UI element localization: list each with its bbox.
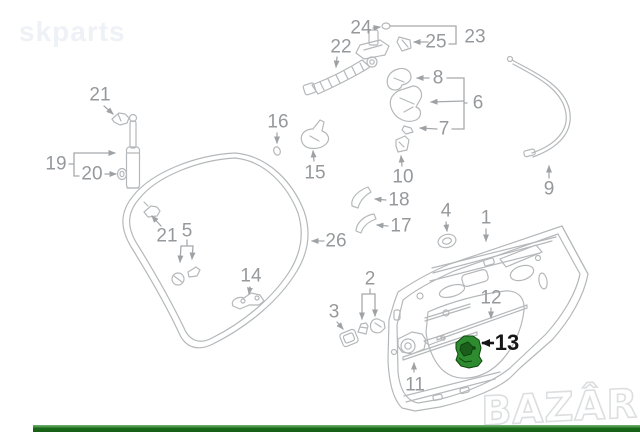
part-7-clip (401, 125, 414, 135)
part-12-molding-strips (402, 304, 528, 361)
footer-accent-bar (33, 425, 640, 432)
part-2-fasteners (357, 318, 386, 335)
part-gas-strut (111, 112, 141, 189)
part-21-clip (143, 201, 161, 218)
part-3-pad (339, 328, 359, 348)
part-latch-actuator (355, 22, 412, 60)
part-4-grommet (437, 233, 457, 249)
part-17-trim (355, 213, 377, 234)
part-10-bracket (395, 135, 410, 153)
part-release-cable (506, 55, 571, 158)
part-hinge-lower (389, 85, 423, 122)
leader-lines (68, 24, 552, 373)
part-tailgate-panel (387, 225, 589, 412)
watermark-skparts: skparts (19, 16, 126, 47)
part-hinge-upper (386, 67, 412, 91)
part-18-trim (351, 186, 372, 209)
part-13-latch-highlighted (455, 335, 483, 369)
part-15-hinge (300, 119, 330, 150)
part-11-lock-cylinder (397, 331, 446, 355)
part-14-hinge-strap (231, 292, 265, 310)
part-16-ring (273, 146, 281, 156)
part-weatherstrip-seal (122, 152, 309, 349)
part-harness-tube (302, 56, 378, 96)
part-5-fasteners (171, 266, 201, 286)
